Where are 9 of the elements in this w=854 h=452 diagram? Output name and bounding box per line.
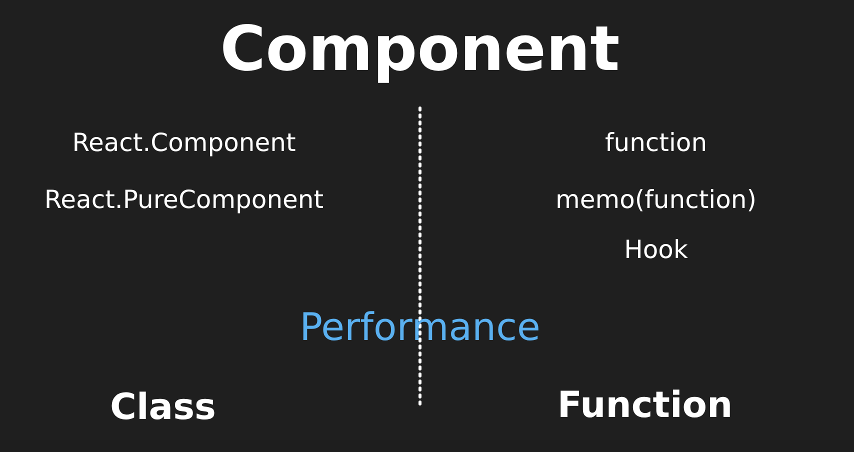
heading: Class: [110, 387, 216, 428]
label: function: [604, 128, 708, 157]
label: Hook: [624, 235, 688, 264]
label: Performance: [300, 305, 540, 349]
heading: Function: [557, 385, 733, 426]
label: memo(function): [556, 185, 756, 214]
label: React.Component: [72, 128, 296, 157]
label: React.PureComponent: [44, 185, 324, 214]
title: Component: [220, 12, 620, 85]
